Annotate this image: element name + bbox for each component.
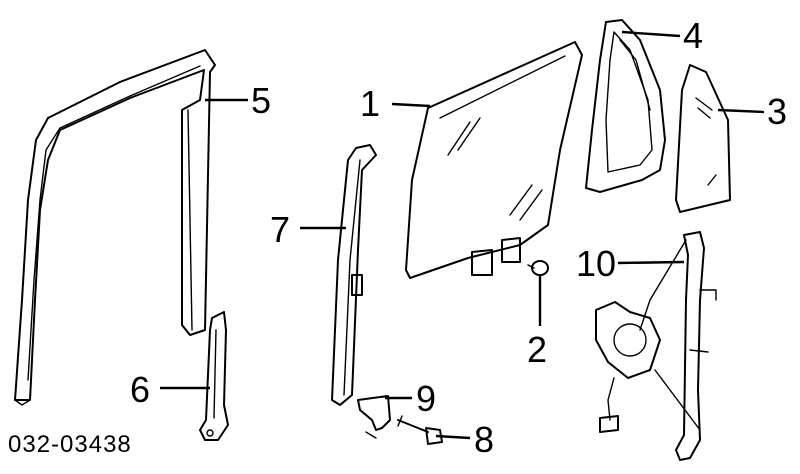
callout-labels: 1 2 3 4 5 6 7 8 9 10 xyxy=(130,15,787,460)
leader-4 xyxy=(621,30,681,38)
callout-10: 10 xyxy=(576,243,616,284)
part-6-lower-bracket xyxy=(199,311,229,441)
part-2-fastener xyxy=(527,260,549,276)
leader-10 xyxy=(617,260,685,265)
callout-2: 2 xyxy=(527,329,547,370)
callout-4: 4 xyxy=(683,15,703,56)
part-4-quarter-frame xyxy=(585,19,666,193)
leader-1 xyxy=(391,102,431,108)
callout-7: 7 xyxy=(270,209,290,250)
leader-8 xyxy=(435,434,471,440)
part-5-run-channel xyxy=(14,49,216,406)
callout-5: 5 xyxy=(251,80,271,121)
part-7-sash-channel xyxy=(331,144,377,406)
callout-1: 1 xyxy=(360,83,380,124)
part-9-clip xyxy=(357,395,391,439)
part-8-bolt xyxy=(397,415,443,445)
diagram-code: 032-03438 xyxy=(8,431,132,458)
callout-8: 8 xyxy=(474,419,494,460)
leader-3 xyxy=(717,108,765,114)
leader-lines xyxy=(160,30,765,440)
part-10-window-regulator xyxy=(595,231,717,461)
callout-6: 6 xyxy=(130,369,150,410)
part-1-door-glass xyxy=(405,41,583,279)
callout-3: 3 xyxy=(767,91,787,132)
callout-9: 9 xyxy=(416,378,436,419)
part-3-quarter-glass xyxy=(675,64,731,213)
